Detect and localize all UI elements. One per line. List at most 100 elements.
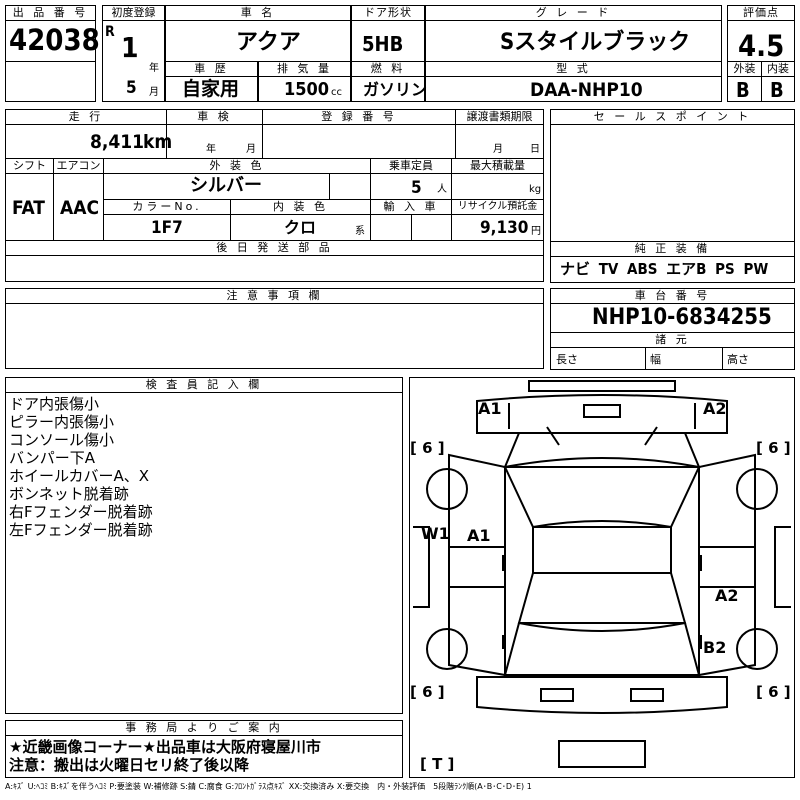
capacity-unit: 人 bbox=[437, 184, 447, 195]
inspector-remarks-cell bbox=[5, 392, 403, 714]
recycle-unit: 円 bbox=[531, 226, 541, 237]
mileage-unit: km bbox=[143, 131, 173, 153]
max-load-label: 最大積載量 bbox=[451, 158, 544, 174]
aircon-label: エアコン bbox=[53, 158, 104, 174]
history: 自家用 bbox=[182, 78, 240, 100]
door-type: 5HB bbox=[362, 32, 404, 56]
import-label: 輸 入 車 bbox=[370, 199, 452, 215]
registration-number-label: 登 録 番 号 bbox=[262, 109, 456, 125]
interior-color-label: 内 装 色 bbox=[230, 199, 371, 215]
interior-label: 内装 bbox=[761, 61, 795, 77]
model-cell bbox=[425, 76, 722, 102]
score: 4.5 bbox=[738, 29, 785, 63]
year-unit: 年 bbox=[149, 63, 159, 74]
remark-line: 右Fフェンダー脱着跡 bbox=[9, 503, 153, 521]
damage-legend: A:ｷｽﾞ U:ﾍｺﾐ B:ｷｽﾞを伴うﾍｺﾐ P:要塗装 W:補修跡 S:錆 … bbox=[5, 782, 532, 791]
office-notice-line: ★近畿画像コーナー★出品車は大阪府寝屋川市 bbox=[9, 738, 321, 756]
registration-year: 1 bbox=[121, 31, 139, 64]
import-cell-right bbox=[411, 214, 452, 241]
exterior-grade: B bbox=[736, 78, 750, 102]
height-label: 高さ bbox=[727, 353, 749, 366]
era: R bbox=[105, 24, 115, 40]
inspection-year-unit: 年 bbox=[206, 144, 216, 155]
later-parts-cell bbox=[5, 255, 544, 282]
office-notice-line: 注意：搬出は火曜日セリ終了後以降 bbox=[9, 756, 250, 774]
remark-line: ボンネット脱着跡 bbox=[9, 485, 129, 503]
displacement-label: 排 気 量 bbox=[258, 61, 351, 77]
interior-color-unit: 系 bbox=[355, 226, 365, 237]
history-label: 車 歴 bbox=[165, 61, 258, 77]
first-registration-label: 初度登録 bbox=[102, 5, 165, 21]
remark-line: ホイールカバーA、X bbox=[9, 467, 150, 485]
inspector-remarks-label: 検 査 員 記 入 欄 bbox=[5, 377, 403, 393]
office-notice-label: 事 務 局 よ り ご 案 内 bbox=[5, 720, 403, 736]
damage-mark-a2-front: A2 bbox=[703, 399, 727, 418]
remark-line: 左Fフェンダー脱着跡 bbox=[9, 521, 153, 539]
inspection-month-unit: 月 bbox=[246, 144, 256, 155]
notes-label: 注 意 事 項 欄 bbox=[5, 288, 544, 304]
exterior-color-label: 外 装 色 bbox=[103, 158, 371, 174]
sales-points-cell bbox=[550, 124, 795, 242]
length-label: 長さ bbox=[556, 353, 578, 366]
chassis-number: NHP10-6834255 bbox=[592, 305, 772, 330]
remark-line: ピラー内張傷小 bbox=[9, 413, 115, 431]
fuel-cell bbox=[351, 76, 425, 102]
capacity-label: 乗車定員 bbox=[370, 158, 452, 174]
color-number-label: カラーNo. bbox=[103, 199, 231, 215]
aircon: AAC bbox=[60, 197, 100, 219]
car-name-label: 車 名 bbox=[165, 5, 351, 21]
office-notice-cell bbox=[5, 735, 403, 778]
notes-cell bbox=[5, 303, 544, 369]
shift-label: シフト bbox=[5, 158, 54, 174]
interior-grade: B bbox=[770, 78, 784, 102]
max-load-unit: kg bbox=[529, 184, 542, 195]
car-diagram bbox=[413, 380, 791, 768]
equipment-cell bbox=[550, 256, 795, 283]
model-label: 型 式 bbox=[425, 61, 722, 77]
lot-number-label: 出 品 番 号 bbox=[5, 5, 96, 21]
transfer-deadline-label: 譲渡書類期限 bbox=[455, 109, 544, 125]
grade: Sスタイルブラック bbox=[500, 30, 691, 55]
damage-mark-a1-front: A1 bbox=[478, 399, 502, 418]
shift: FAT bbox=[12, 197, 45, 219]
exterior-color-aux-cell bbox=[329, 173, 371, 200]
capacity: 5 bbox=[411, 178, 422, 198]
displacement-unit: cc bbox=[331, 87, 342, 98]
grade-label: グ レ ー ド bbox=[425, 5, 722, 21]
door-label: ドア形状 bbox=[351, 5, 425, 21]
history-cell bbox=[165, 76, 258, 102]
transfer-month-unit: 月 bbox=[493, 144, 503, 155]
displacement-cell bbox=[258, 76, 351, 102]
interior-color: クロ bbox=[284, 218, 317, 237]
car-diagram-frame bbox=[409, 377, 795, 778]
damage-mark-a1-side: A1 bbox=[467, 526, 491, 545]
displacement: 1500 bbox=[284, 79, 330, 100]
recycle-deposit: 9,130 bbox=[480, 218, 529, 238]
specs-label: 諸 元 bbox=[550, 332, 795, 348]
lot-number-blank bbox=[5, 61, 96, 102]
color-number: 1F7 bbox=[151, 218, 183, 238]
exterior-label: 外装 bbox=[727, 61, 762, 77]
width-label: 幅 bbox=[650, 353, 661, 366]
damage-mark-w1: W1 bbox=[421, 524, 450, 543]
mileage: 8,411 bbox=[90, 131, 145, 153]
damage-mark-a2-side: A2 bbox=[715, 586, 739, 605]
lot-number: 42038 bbox=[9, 23, 100, 57]
height-cell bbox=[722, 347, 795, 370]
exterior-color: シルバー bbox=[190, 175, 262, 196]
spare-tire: [ T ] bbox=[420, 755, 455, 773]
equipment-label: 純 正 装 備 bbox=[550, 241, 795, 257]
month-unit: 月 bbox=[149, 87, 159, 98]
score-label: 評価点 bbox=[727, 5, 795, 21]
tire-front-left: [ 6 ] bbox=[410, 439, 445, 457]
import-cell-left bbox=[370, 214, 412, 241]
sales-points-label: セ ー ル ス ポ イ ン ト bbox=[550, 109, 795, 125]
later-parts-label: 後 日 発 送 部 品 bbox=[5, 240, 544, 256]
model: DAA-NHP10 bbox=[530, 79, 643, 101]
tire-rear-left: [ 6 ] bbox=[410, 683, 445, 701]
damage-mark-b2: B2 bbox=[703, 638, 727, 657]
transfer-day-unit: 日 bbox=[530, 144, 540, 155]
remark-line: ドア内張傷小 bbox=[9, 395, 100, 413]
registration-month: 5 bbox=[126, 78, 137, 98]
tire-rear-right: [ 6 ] bbox=[756, 683, 791, 701]
